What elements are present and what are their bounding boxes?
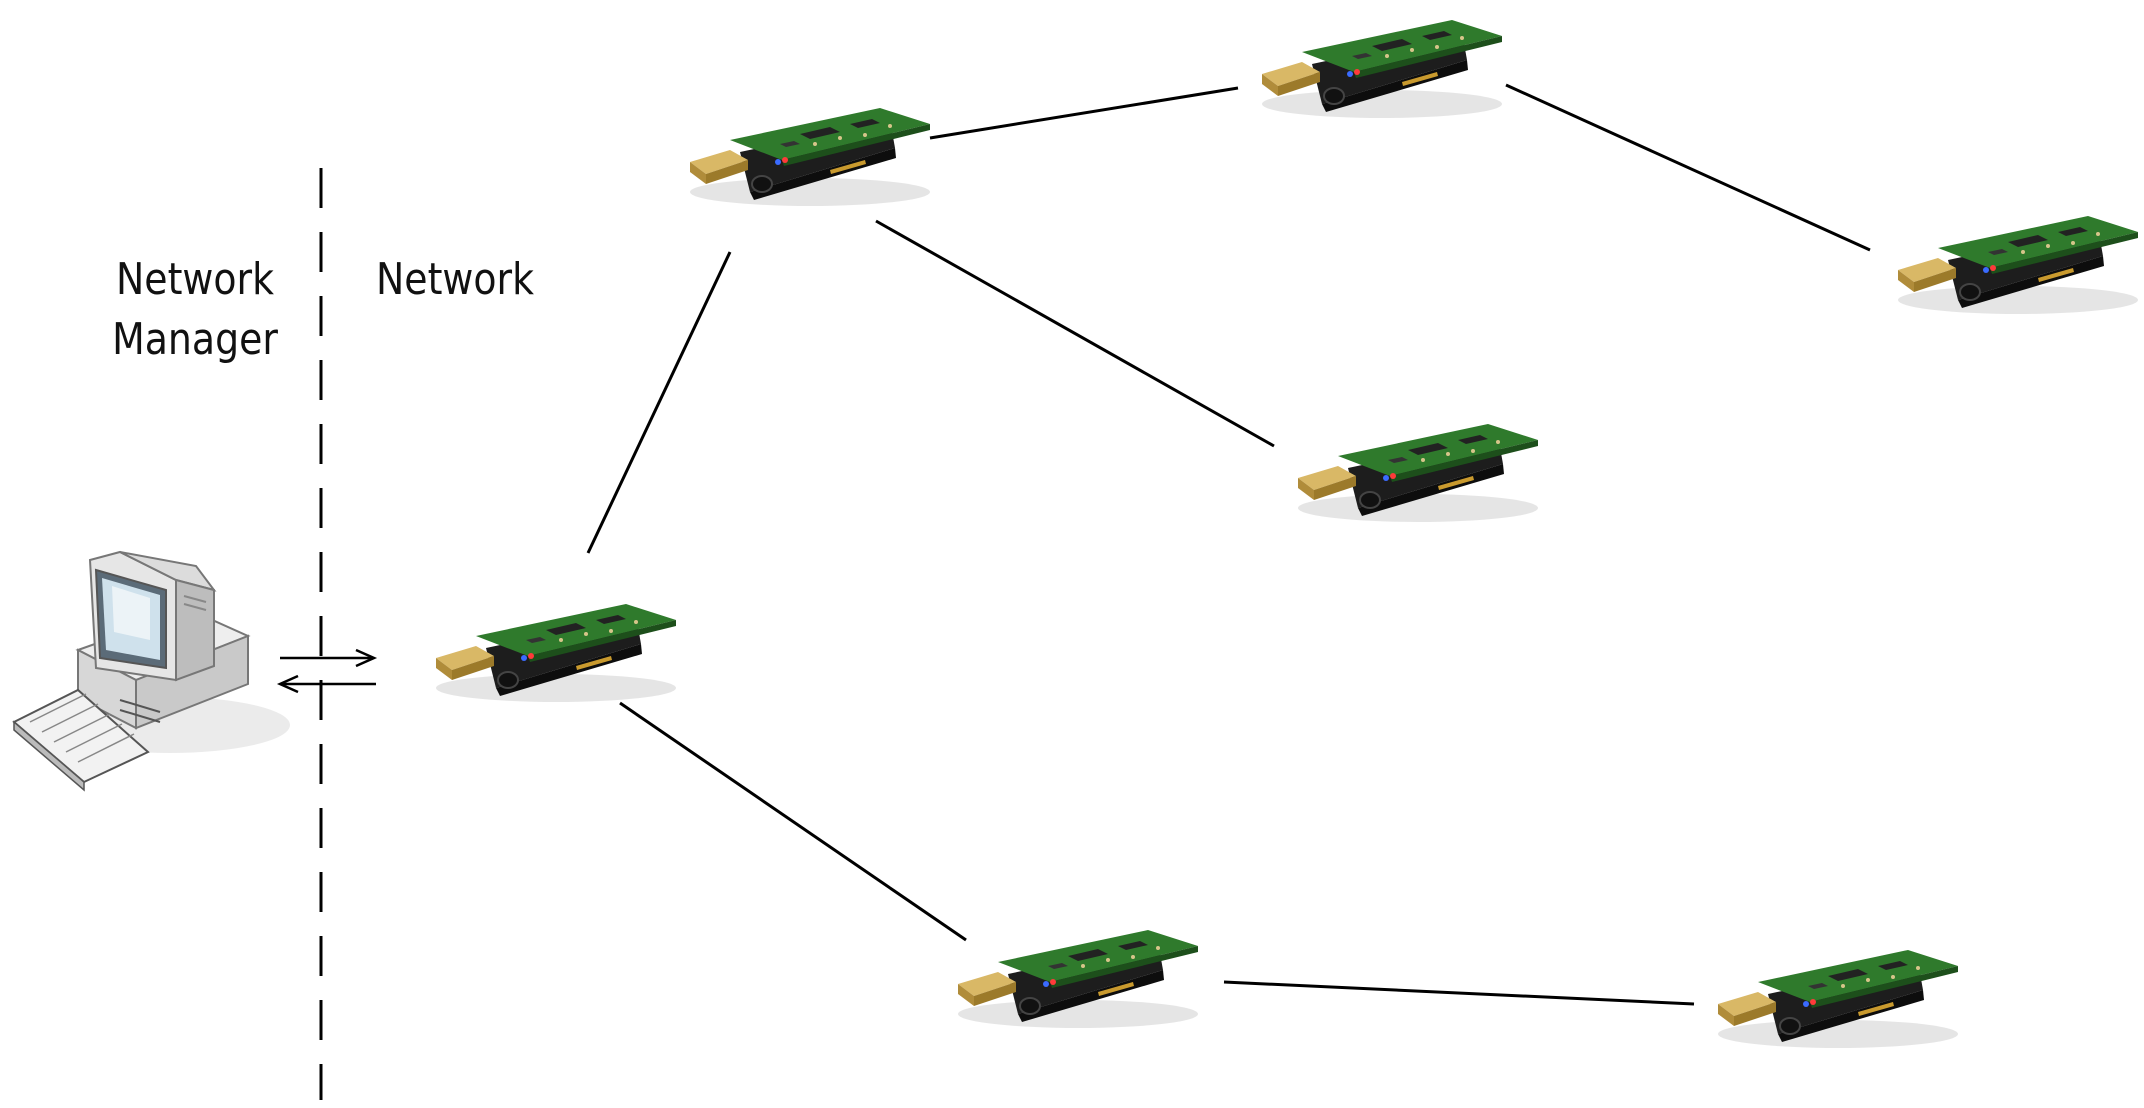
links: [586, 83, 1871, 1006]
sensor-mote-node-3: [1897, 215, 2139, 315]
network-manager-label-line2: Manager: [112, 314, 278, 365]
link-node-5-node-6: [1223, 980, 1695, 1006]
sensor-mote-node-6: [1717, 949, 1959, 1049]
link-gateway-node-1: [586, 251, 732, 554]
sensor-mote-node-5: [957, 929, 1199, 1029]
sensor-mote-node-1: [689, 107, 931, 207]
network-manager-label: Network Manager: [96, 250, 294, 370]
link-gateway-node-5: [619, 701, 967, 942]
link-node-2-node-3: [1505, 83, 1871, 252]
sensor-mote-gateway: [435, 603, 677, 703]
link-node-1-node-2: [929, 86, 1239, 140]
sensor-mote-node-2: [1261, 19, 1503, 119]
network-label: Network: [376, 254, 534, 305]
link-node-1-node-4: [875, 219, 1275, 448]
sensor-mote-node-4: [1297, 423, 1539, 523]
manager-computer-icon: [12, 550, 290, 792]
network-manager-label-line1: Network: [116, 254, 274, 305]
exchange-arrows-icon: [276, 648, 378, 694]
